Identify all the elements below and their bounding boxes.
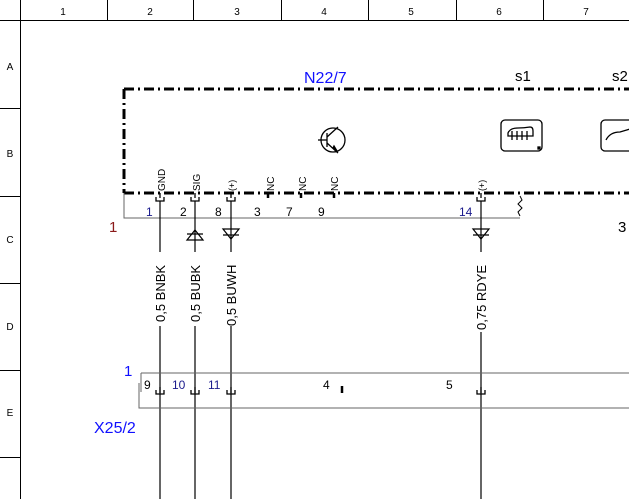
- pin-socket: [155, 387, 165, 395]
- left-ruler: [0, 20, 21, 499]
- continuation-ref: 3: [618, 219, 626, 236]
- column-label: 4: [321, 7, 327, 18]
- pin-socket: [190, 387, 200, 395]
- switch-label: s1: [515, 68, 531, 85]
- pin-number: 5: [446, 378, 453, 392]
- connector-outline: [138, 372, 629, 409]
- row-label: C: [6, 235, 13, 246]
- pin-signal: (+): [477, 180, 487, 191]
- wire-label: 0,5 BUWH: [224, 265, 239, 326]
- connector-outline: [123, 193, 520, 219]
- component-label: N22/7: [304, 70, 347, 87]
- column-label: 1: [60, 7, 66, 18]
- pin-number: 9: [318, 205, 325, 219]
- pin-number: 3: [254, 205, 261, 219]
- pin-signal: NC: [266, 177, 277, 191]
- pin-number: 8: [215, 205, 222, 219]
- row-label: E: [7, 408, 14, 419]
- pin-number: 11: [208, 378, 221, 392]
- wire-label: 0,5 BUBK: [188, 265, 203, 322]
- switch-label: s2: [612, 68, 628, 85]
- wire-label: 0,5 BNBK: [153, 265, 168, 322]
- pin-number: 9: [144, 378, 151, 392]
- column-label: 3: [234, 7, 240, 18]
- connector-ref: 1: [124, 363, 132, 380]
- pin-number: 10: [172, 378, 186, 392]
- column-label: 2: [147, 7, 153, 18]
- pin-number: 1: [146, 205, 153, 219]
- signal-out-arrow-icon: [221, 228, 241, 240]
- pin-signal: NC: [330, 177, 341, 191]
- pin-signal: GND: [157, 169, 168, 191]
- signal-out-arrow-icon: [471, 228, 491, 240]
- column-label: 7: [583, 7, 589, 18]
- pin-number: 4: [323, 378, 330, 392]
- signal-in-arrow-icon: [185, 229, 205, 241]
- column-label: 6: [496, 7, 502, 18]
- top-ruler: [0, 0, 629, 21]
- row-label: D: [6, 322, 13, 333]
- connector-ref: 1: [109, 219, 117, 236]
- transistor-icon: [318, 126, 346, 154]
- column-label: 5: [408, 7, 414, 18]
- pin-signal: (+): [227, 180, 237, 191]
- pin-socket: [226, 387, 236, 395]
- pin-number: 14: [459, 205, 473, 219]
- pin-number: 7: [286, 205, 293, 219]
- row-label: A: [7, 62, 14, 73]
- pin-socket: [155, 193, 165, 202]
- pin-socket: [476, 387, 486, 395]
- connector-label: X25/2: [94, 420, 136, 437]
- wire-label: 0,75 RDYE: [474, 265, 489, 330]
- rear-defroster-icon: [500, 119, 543, 152]
- component-boundary: [122, 87, 629, 195]
- pin-signal: SIG: [192, 174, 203, 191]
- row-label: B: [7, 149, 14, 160]
- pin-signal: NC: [298, 177, 309, 191]
- pin-number: 2: [180, 205, 187, 219]
- car-icon: [600, 119, 629, 152]
- break-squiggle: [517, 195, 523, 217]
